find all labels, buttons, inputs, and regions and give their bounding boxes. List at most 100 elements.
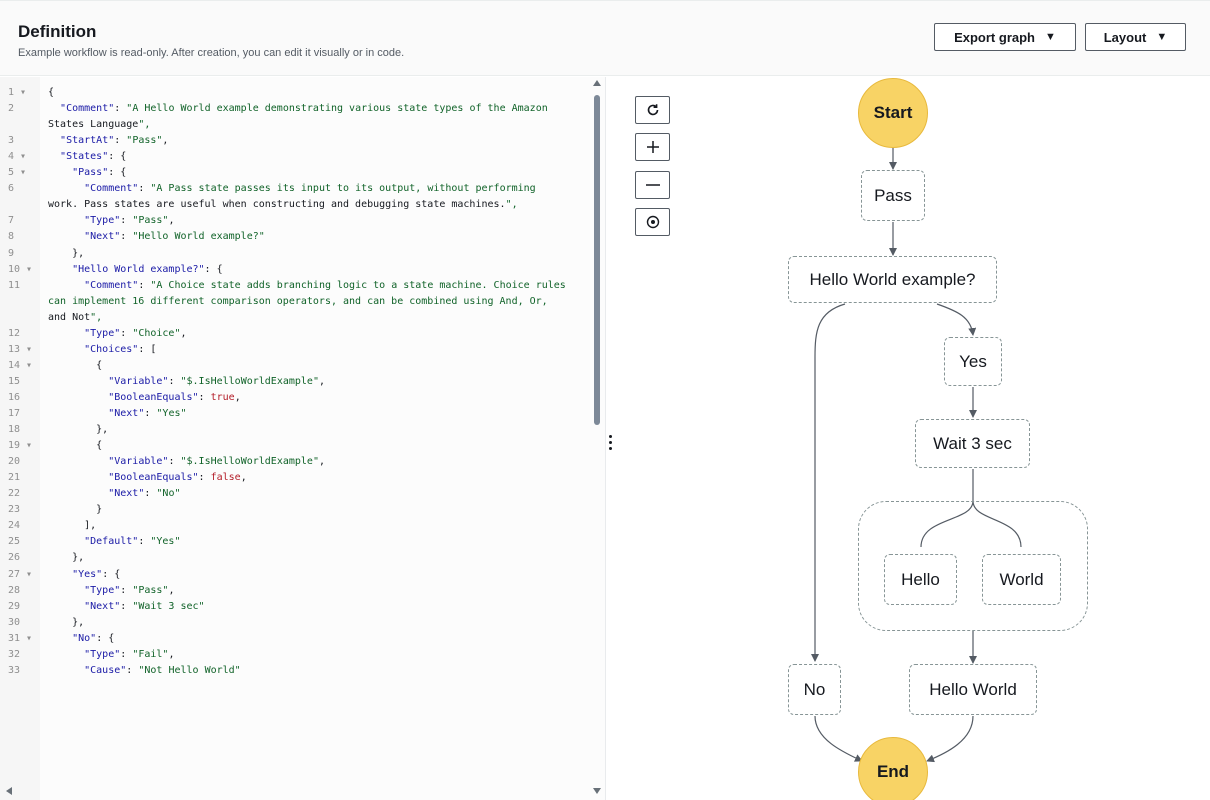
code-text: "Type": "Fail", <box>84 648 175 660</box>
scroll-left-icon[interactable] <box>6 787 12 795</box>
page-title: Definition <box>18 22 97 41</box>
code-text: work. Pass states are useful when constr… <box>48 199 518 211</box>
export-graph-label: Export graph <box>954 29 1035 45</box>
line-number: 7 <box>8 215 15 227</box>
line-number-gutter <box>0 77 40 800</box>
code-text: "StartAt": "Pass", <box>60 135 169 147</box>
code-text: States Language", <box>48 119 151 131</box>
code-editor[interactable]: 1 ▾{2 "Comment": "A Hello World example … <box>0 77 606 800</box>
hello-node[interactable]: Hello <box>884 554 957 605</box>
handle-dot <box>609 447 612 450</box>
line-number[interactable]: 10 ▾ <box>8 263 33 275</box>
line-number: 17 <box>8 408 21 419</box>
yes-node[interactable]: Yes <box>944 337 1002 386</box>
code-text: "Type": "Choice", <box>84 327 187 339</box>
line-number: 28 <box>8 584 21 596</box>
layout-button[interactable]: Layout ▼ <box>1085 23 1186 51</box>
reset-view-button[interactable] <box>635 96 670 124</box>
code-text: "Yes": { <box>72 568 121 580</box>
code-text: "Pass": { <box>72 167 127 179</box>
line-number: 20 <box>8 456 21 468</box>
parallel-state-container[interactable] <box>858 501 1088 631</box>
code-text: can implement 16 different comparison op… <box>48 295 548 307</box>
code-text: "Comment": "A Hello World example demons… <box>60 103 548 115</box>
start-node[interactable]: Start <box>858 78 928 148</box>
code-text: "Hello World example?": { <box>72 263 223 275</box>
line-number: 29 <box>8 600 21 612</box>
line-number[interactable]: 4 ▾ <box>8 151 27 163</box>
code-text: }, <box>48 552 85 564</box>
code-text: "BooleanEquals": true, <box>108 391 241 403</box>
scrollbar-thumb[interactable] <box>594 95 600 425</box>
code-text: and Not", <box>48 311 103 323</box>
line-number[interactable]: 19 ▾ <box>8 440 33 452</box>
line-number[interactable]: 27 ▾ <box>8 568 33 580</box>
minus-icon <box>645 184 660 186</box>
code-text: "Choices": [ <box>84 343 157 355</box>
line-number: 24 <box>8 520 21 532</box>
code-text: "Comment": "A Pass state passes its inpu… <box>84 183 536 195</box>
line-number: 18 <box>8 424 21 436</box>
code-text: "Variable": "$.IsHelloWorldExample", <box>108 375 326 387</box>
plus-icon <box>646 141 659 153</box>
choice-node[interactable]: Hello World example? <box>788 256 997 303</box>
panel-resize-handle[interactable] <box>605 77 617 800</box>
center-icon <box>646 215 659 229</box>
line-number: 3 <box>8 135 15 147</box>
line-number: 30 <box>8 616 21 628</box>
line-number[interactable]: 13 ▾ <box>8 343 33 355</box>
line-number: 33 <box>8 664 21 676</box>
end-node[interactable]: End <box>858 737 928 800</box>
code-text: "States": { <box>60 151 127 163</box>
code-text: "Type": "Pass", <box>84 584 175 596</box>
line-number[interactable]: 1 ▾ <box>8 87 27 98</box>
line-number: 8 <box>8 231 15 243</box>
line-number: 26 <box>8 552 21 564</box>
definition-header: Definition Example workflow is read-only… <box>0 0 1210 76</box>
code-text: "Variable": "$.IsHelloWorldExample", <box>108 456 326 468</box>
page-description: Example workflow is read-only. After cre… <box>18 47 405 59</box>
center-view-button[interactable] <box>635 208 670 236</box>
pass-node[interactable]: Pass <box>861 170 925 221</box>
hello-world-node[interactable]: Hello World <box>909 664 1037 715</box>
line-number: 23 <box>8 504 21 516</box>
code-text: "Next": "Yes" <box>108 408 187 419</box>
line-number: 6 <box>8 183 15 195</box>
line-number: 32 <box>8 648 21 660</box>
zoom-in-button[interactable] <box>635 133 670 161</box>
code-text: "Next": "No" <box>108 488 181 500</box>
line-number: 16 <box>8 391 21 403</box>
code-text: "Type": "Pass", <box>84 215 175 227</box>
code-text: "Next": "Wait 3 sec" <box>84 600 205 612</box>
scroll-down-icon[interactable] <box>593 788 601 794</box>
code-text: "Next": "Hello World example?" <box>84 231 265 243</box>
no-node[interactable]: No <box>788 664 841 715</box>
line-number: 25 <box>8 536 21 548</box>
export-graph-button[interactable]: Export graph ▼ <box>934 23 1076 51</box>
code-text: "Cause": "Not Hello World" <box>84 664 241 676</box>
line-number[interactable]: 31 ▾ <box>8 632 33 644</box>
caret-down-icon: ▼ <box>1045 31 1056 43</box>
code-text: { <box>48 440 103 452</box>
handle-dot <box>609 441 612 444</box>
code-text: }, <box>48 616 85 628</box>
line-number[interactable]: 14 ▾ <box>8 359 33 371</box>
scroll-up-icon[interactable] <box>593 80 601 86</box>
handle-dot <box>609 435 612 438</box>
layout-label: Layout <box>1103 29 1147 45</box>
code-text: }, <box>48 424 109 436</box>
editor-vertical-scrollbar[interactable] <box>591 77 603 800</box>
world-node[interactable]: World <box>982 554 1061 605</box>
line-number: 12 <box>8 327 21 339</box>
code-text: "No": { <box>72 632 115 644</box>
line-number: 9 <box>8 247 15 259</box>
code-text: } <box>48 504 103 516</box>
line-number[interactable]: 5 ▾ <box>8 167 27 179</box>
refresh-icon <box>647 104 658 116</box>
code-text: { <box>48 359 103 371</box>
zoom-out-button[interactable] <box>635 171 670 199</box>
wait-node[interactable]: Wait 3 sec <box>915 419 1030 468</box>
line-number: 15 <box>8 375 21 387</box>
workflow-graph[interactable]: Start Pass Hello World example? Yes Wait… <box>617 77 1210 800</box>
code-text: { <box>48 87 55 98</box>
